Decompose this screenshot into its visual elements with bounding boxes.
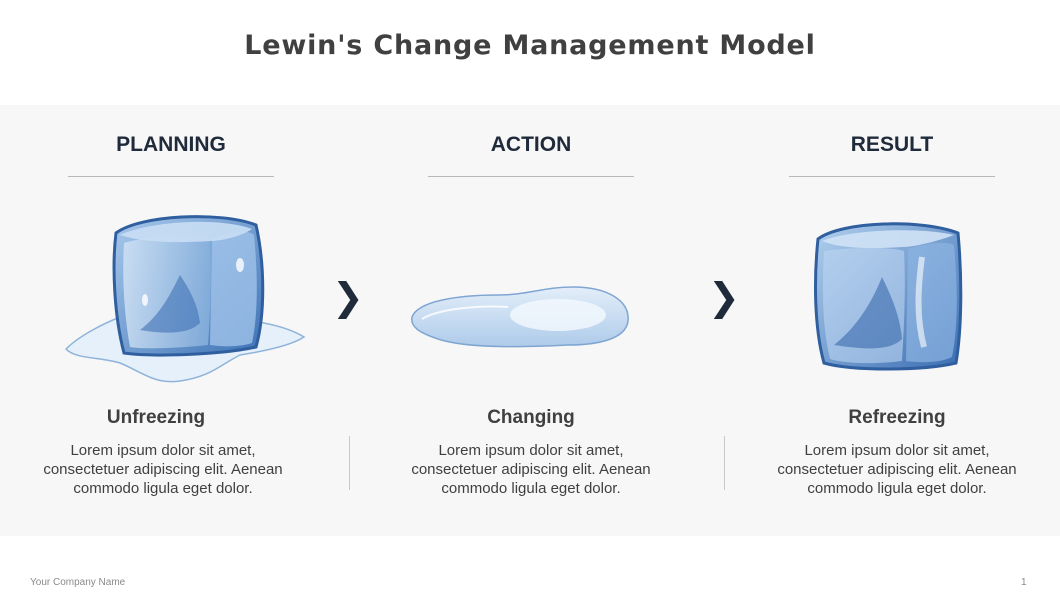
- stage-header-action: ACTION: [490, 133, 572, 156]
- header-divider: [789, 176, 995, 177]
- page-number: 1: [1021, 577, 1027, 588]
- stage-header-result: RESULT: [850, 133, 934, 156]
- stage-description: Lorem ipsum dolor sit amet, consectetuer…: [777, 442, 1017, 497]
- stage-description: Lorem ipsum dolor sit amet, consectetuer…: [411, 442, 651, 497]
- column-divider: [349, 436, 350, 490]
- stage-header-planning: PLANNING: [116, 133, 226, 156]
- chevron-right-icon: ❯: [332, 277, 364, 319]
- chevron-right-icon: ❯: [708, 277, 740, 319]
- stage-description: Lorem ipsum dolor sit amet, consectetuer…: [43, 442, 283, 497]
- header-divider: [428, 176, 634, 177]
- melting-ice-cube-icon: [64, 215, 306, 383]
- footer-company-name: Your Company Name: [30, 577, 126, 588]
- ice-cube-icon: [814, 222, 963, 371]
- header-divider: [68, 176, 274, 177]
- water-puddle-icon: [411, 286, 629, 348]
- column-divider: [724, 436, 725, 490]
- stage-name-unfreezing: Unfreezing: [106, 407, 206, 428]
- slide-title: Lewin's Change Management Model: [244, 30, 816, 61]
- stage-name-refreezing: Refreezing: [848, 407, 946, 428]
- stage-name-changing: Changing: [487, 407, 575, 428]
